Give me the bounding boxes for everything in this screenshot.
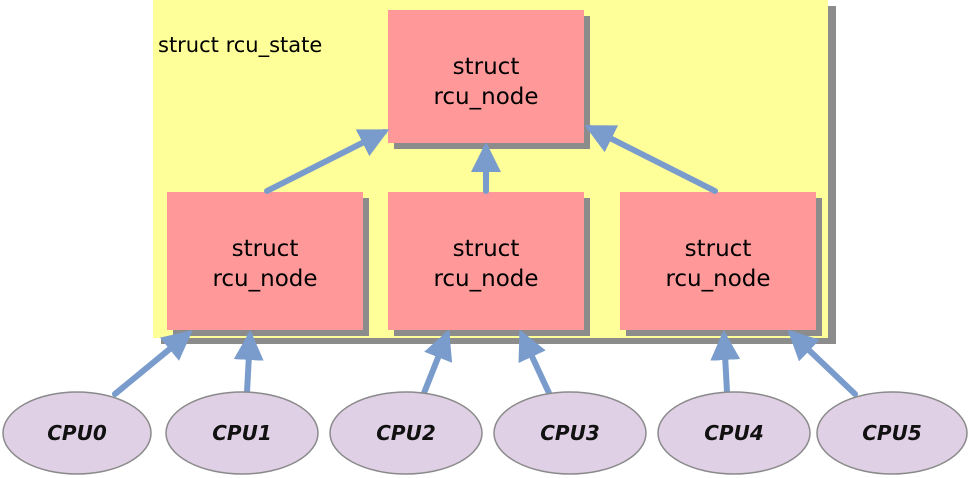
root-rcu-node: struct rcu_node [388, 10, 590, 149]
leaf-node-2-line1: struct [685, 236, 752, 262]
arrow-cpu2-to-leaf1 [421, 329, 453, 396]
cpu-2: CPU2 [329, 391, 483, 475]
arrow-cpu3-to-leaf1 [518, 329, 552, 396]
cpu-5: CPU5 [816, 391, 968, 475]
rcu-state-label: struct rcu_state [158, 33, 322, 58]
arrow-leaf2-to-root [584, 125, 718, 194]
cpu-5-label: CPU5 [862, 421, 922, 445]
arrow-cpu0-to-leaf0 [112, 330, 193, 397]
cpu-0: CPU0 [2, 391, 152, 475]
leaf-node-1-line2: rcu_node [433, 266, 538, 292]
leaf-node-0-line2: rcu_node [212, 266, 317, 292]
root-node-line1: struct [453, 54, 520, 80]
cpu-2-label: CPU2 [376, 421, 436, 445]
cpu-1-label: CPU1 [212, 421, 272, 445]
arrow-leaf0-to-root [264, 129, 390, 194]
cpu-3: CPU3 [493, 391, 647, 475]
cpu-4-label: CPU4 [704, 421, 764, 445]
leaf-rcu-node-2: struct rcu_node [620, 192, 822, 336]
arrow-cpu4-to-leaf2 [710, 330, 741, 395]
leaf-rcu-node-1: struct rcu_node [388, 192, 590, 336]
root-node-line2: rcu_node [433, 84, 538, 110]
cpu-0-label: CPU0 [47, 421, 107, 445]
leaf-node-1-line1: struct [453, 236, 520, 262]
arrow-cpu1-to-leaf0 [233, 330, 264, 395]
leaf-node-0-line1: struct [232, 236, 299, 262]
leaf-node-2-line2: rcu_node [665, 266, 770, 292]
cpu-4: CPU4 [657, 391, 811, 475]
arrow-cpu5-to-leaf2 [787, 329, 858, 397]
cpu-3-label: CPU3 [540, 421, 600, 445]
leaf-rcu-node-0: struct rcu_node [167, 192, 369, 336]
cpu-1: CPU1 [165, 391, 319, 475]
